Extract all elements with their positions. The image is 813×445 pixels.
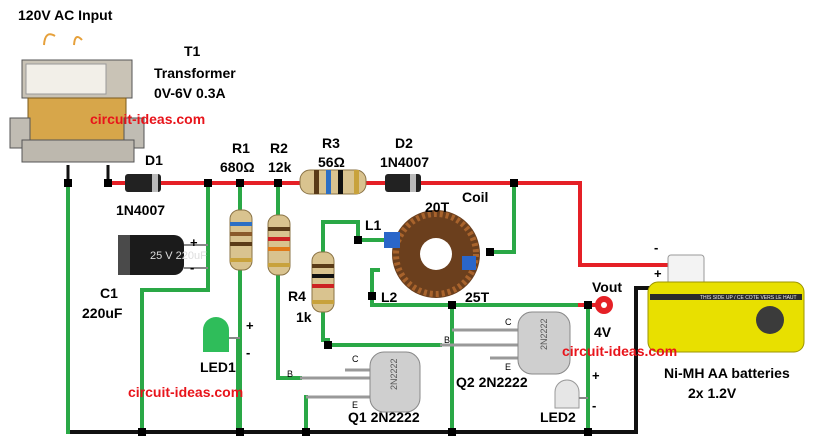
q2-label: Q2 2N2222: [456, 374, 528, 390]
q2-pin-e: E: [505, 362, 511, 372]
r4-value: 1k: [296, 309, 312, 325]
battery-spec: 2x 1.2V: [688, 385, 737, 401]
resistor-r2: [267, 214, 291, 276]
transistor-q2: 2N2222: [440, 311, 571, 375]
led1: [203, 317, 240, 352]
led1-label: LED1: [200, 359, 236, 375]
transformer-rating: 0V-6V 0.3A: [154, 85, 226, 101]
q2-pin-b: B: [444, 335, 450, 345]
led2: [554, 379, 588, 409]
c1-plus: +: [190, 235, 198, 250]
q2-pin-c: C: [505, 317, 512, 327]
c1-label: C1: [100, 285, 118, 301]
battery-plus: +: [654, 266, 662, 281]
q2-marking: 2N2222: [539, 318, 549, 350]
watermark-2: circuit-ideas.com: [128, 384, 243, 400]
capacitor-c1: 25 V 220uF: [118, 235, 208, 275]
q1-pin-b: B: [287, 369, 293, 379]
r1-value: 680Ω: [220, 159, 255, 175]
led1-minus: -: [246, 345, 250, 360]
led2-label: LED2: [540, 409, 576, 425]
t1-label: T1: [184, 43, 201, 59]
r3-label: R3: [322, 135, 340, 151]
capacitor-marking: 25 V 220uF: [150, 250, 207, 262]
junction-nodes: [64, 179, 592, 436]
l2-turns: 25T: [465, 289, 490, 305]
q1-pin-e: E: [352, 400, 358, 410]
d1-part: 1N4007: [116, 202, 165, 218]
l1-label: L1: [365, 217, 382, 233]
battery-label: Ni-MH AA batteries: [664, 365, 790, 381]
resistor-r3: [299, 169, 367, 195]
c1-value: 220uF: [82, 305, 123, 321]
d2-label: D2: [395, 135, 413, 151]
battery-sticker: THIS SIDE UP / CE COTE VERS LE HAUT: [700, 295, 797, 301]
led2-plus: +: [592, 368, 600, 383]
led2-minus: -: [592, 398, 596, 413]
d2-part: 1N4007: [380, 154, 429, 170]
transformer-label: Transformer: [154, 65, 236, 81]
d1-label: D1: [145, 152, 163, 168]
r4-label: R4: [288, 288, 306, 304]
resistor-r1: [229, 209, 253, 271]
vout-terminal: [595, 296, 613, 314]
vout-value: 4V: [594, 324, 612, 340]
diode-d2: [385, 174, 421, 192]
vout-label: Vout: [592, 279, 622, 295]
r2-value: 12k: [268, 159, 292, 175]
battery-pack: THIS SIDE UP / CE COTE VERS LE HAUT: [647, 254, 805, 353]
r2-label: R2: [270, 140, 288, 156]
led1-plus: +: [246, 318, 254, 333]
input-label: 120V AC Input: [18, 7, 113, 23]
q1-marking: 2N2222: [389, 358, 399, 390]
battery-minus: -: [654, 240, 658, 255]
q1-label: Q1 2N2222: [348, 409, 420, 425]
c1-minus: -: [190, 260, 194, 275]
watermark-1: circuit-ideas.com: [90, 111, 205, 127]
coil-label: Coil: [462, 189, 488, 205]
toroid-coil: [384, 210, 480, 298]
l1-turns: 20T: [425, 199, 450, 215]
watermark-3: circuit-ideas.com: [562, 343, 677, 359]
r1-label: R1: [232, 140, 250, 156]
r3-value: 56Ω: [318, 154, 345, 170]
l2-label: L2: [381, 289, 398, 305]
resistor-r4: [311, 251, 335, 313]
transistor-q1: 2N2222: [300, 351, 421, 413]
diode-d1: [125, 174, 161, 192]
transformer-t1: [9, 33, 145, 183]
q1-pin-c: C: [352, 354, 359, 364]
